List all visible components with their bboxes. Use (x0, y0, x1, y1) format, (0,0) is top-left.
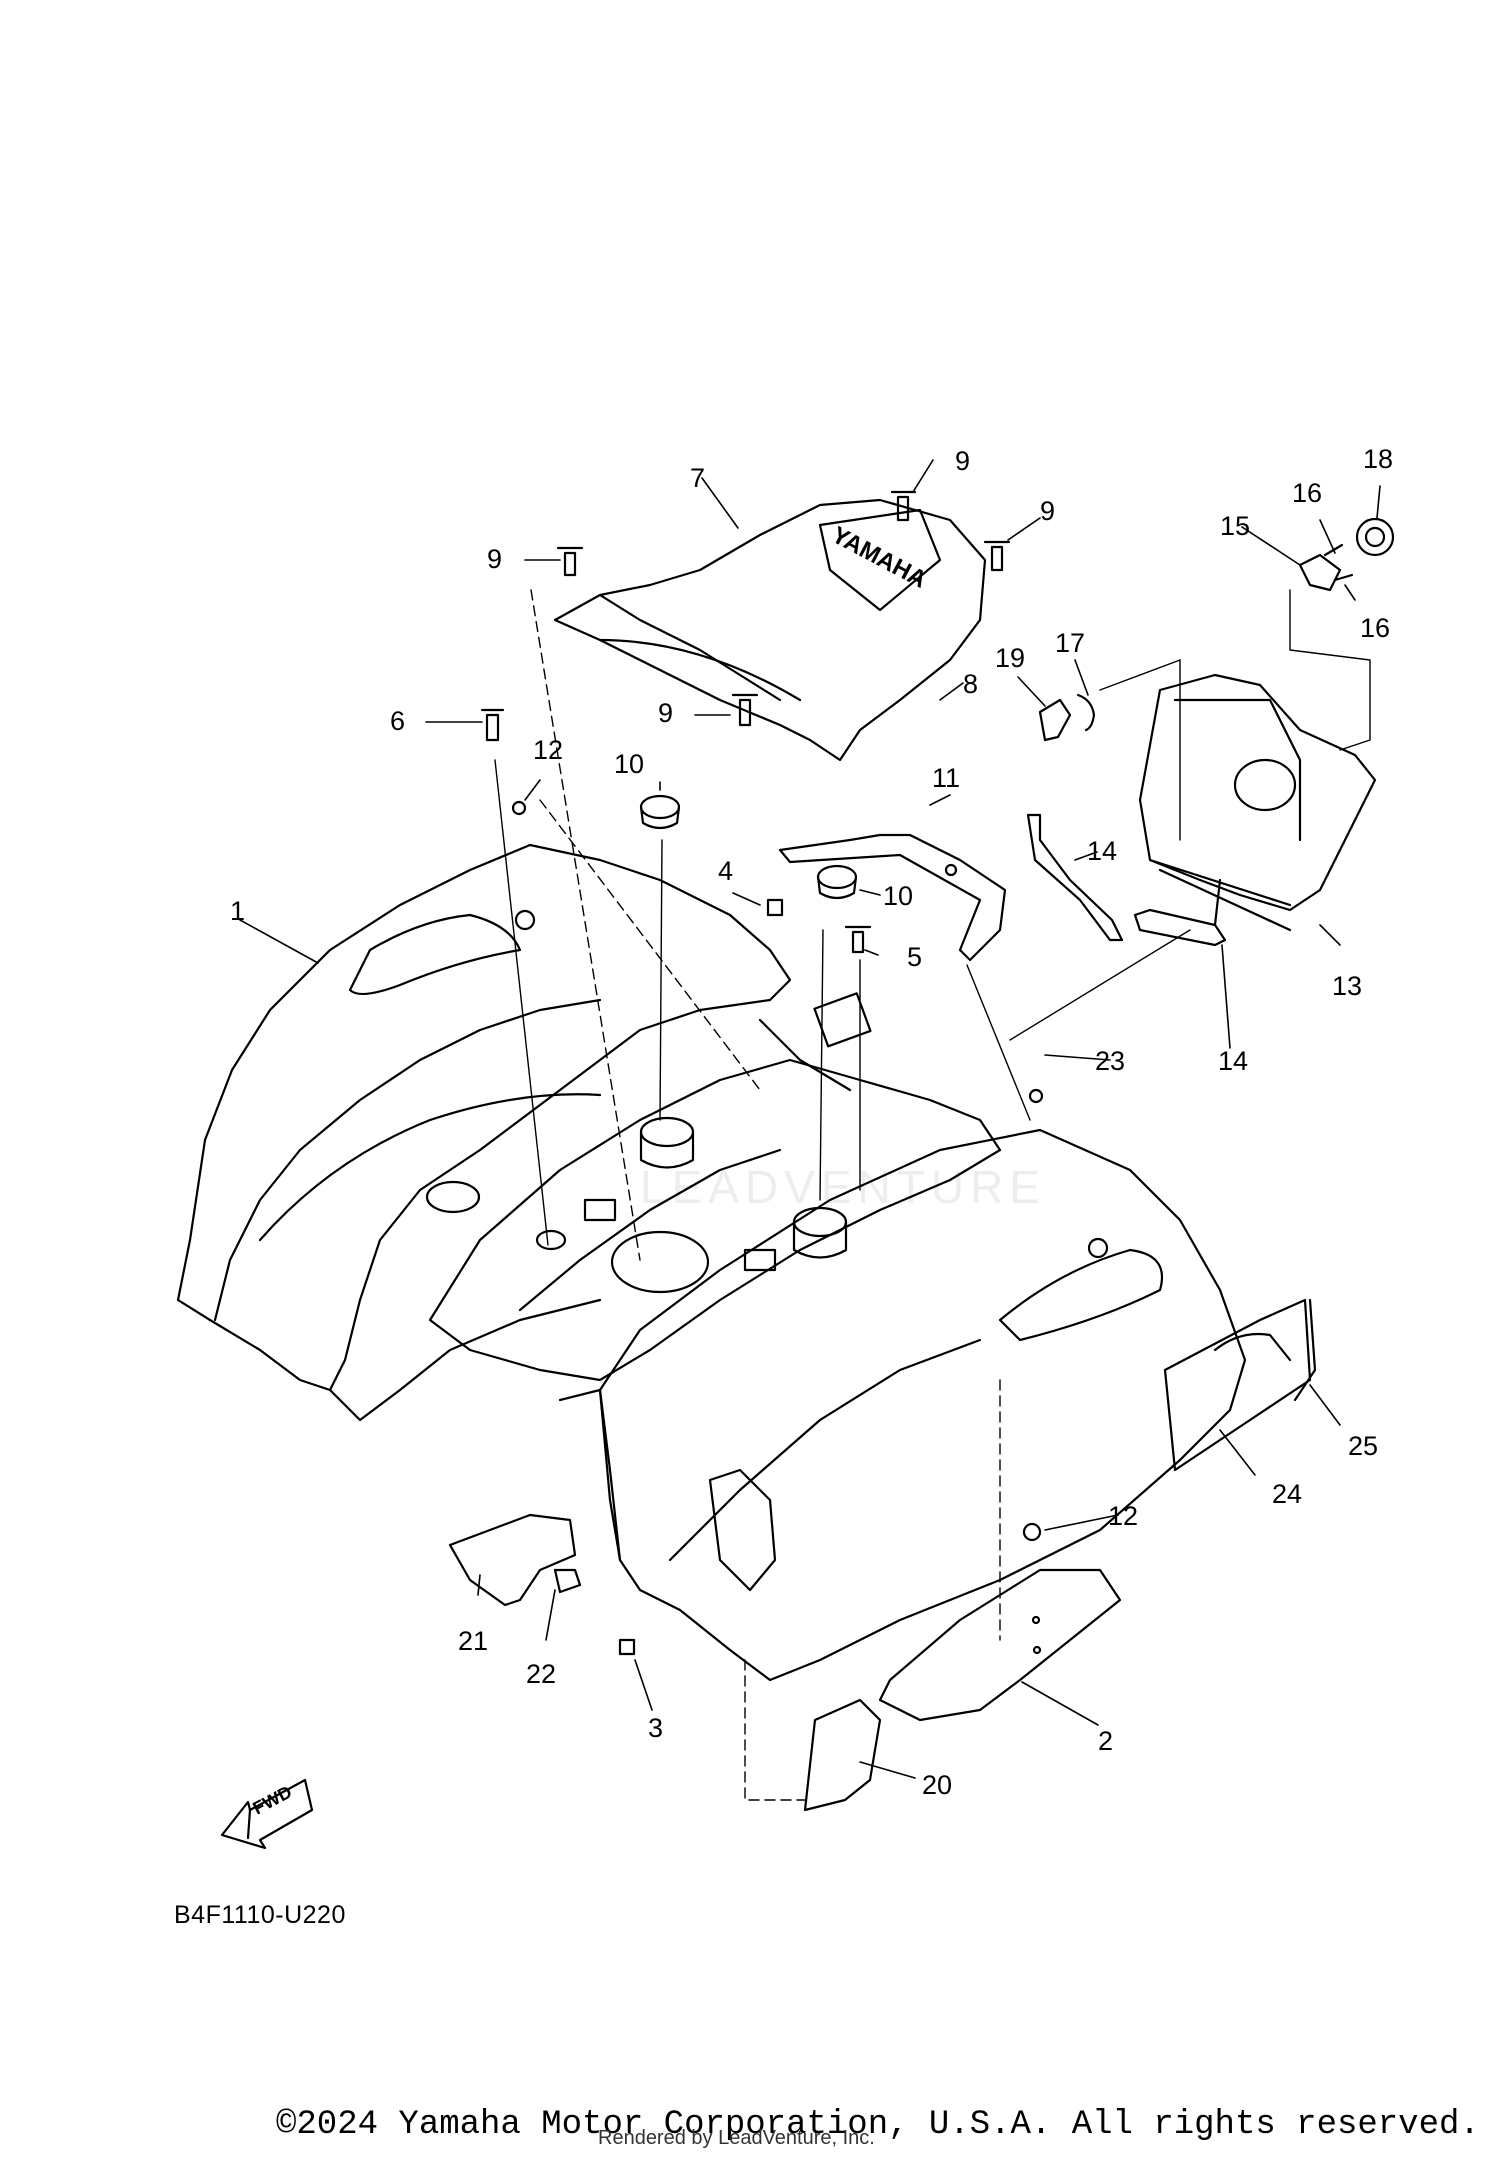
callout-9c: 9 (487, 544, 502, 574)
callout-16a: 16 (1292, 478, 1322, 508)
part-mud-flap (803, 1698, 882, 1812)
callout-22: 22 (526, 1659, 556, 1689)
callout-15: 15 (1220, 511, 1250, 541)
callout-10a: 10 (614, 749, 644, 779)
part-fender-inner-tub (428, 992, 1002, 1382)
callout-16b: 16 (1360, 613, 1390, 643)
part-storage-box (1138, 673, 1377, 932)
part-top-cover (553, 498, 987, 762)
part-front-fender (176, 843, 792, 1422)
callout-1: 1 (230, 896, 245, 926)
callout-17: 17 (1055, 628, 1085, 658)
part-bracket (778, 833, 1007, 962)
callout-4: 4 (718, 856, 733, 886)
fwd-label: FWD (249, 1782, 295, 1819)
copyright-notice: ©2024 Yamaha Motor Corporation, U.S.A. A… (276, 2106, 1480, 2144)
part-seal-lower (1133, 878, 1227, 947)
part-rear-fender-right (558, 1128, 1247, 1682)
callout-10b: 10 (883, 881, 913, 911)
solid-assembly-lines (494, 589, 1371, 1246)
callout-21: 21 (458, 1626, 488, 1656)
callout-2: 2 (1098, 1726, 1113, 1756)
callout-7: 7 (690, 463, 705, 493)
part-bracket-21 (448, 1513, 577, 1607)
brand-logo-text: YAMAHA (827, 521, 931, 593)
fasteners (480, 490, 1044, 1542)
callout-13: 13 (1332, 971, 1362, 1001)
callout-14a: 14 (1087, 836, 1117, 866)
callout-labels: 1 2 3 4 5 6 7 8 9 9 9 9 10 10 11 12 12 1… (230, 444, 1393, 1800)
callout-6: 6 (390, 706, 405, 736)
fwd-arrow-icon (220, 1778, 314, 1850)
part-bolt-22 (553, 1568, 582, 1594)
callout-12a: 12 (533, 735, 563, 765)
watermark: LEADVENTURE (640, 1161, 1046, 1213)
callout-9b: 9 (1040, 496, 1055, 526)
assembly-lines (530, 589, 1001, 1801)
callout-9d: 9 (658, 698, 673, 728)
part-side-guard (1163, 1298, 1317, 1472)
callout-19: 19 (995, 643, 1025, 673)
callout-3: 3 (648, 1713, 663, 1743)
callout-9a: 9 (955, 446, 970, 476)
part-seal-upper (1026, 813, 1124, 942)
part-nut-3 (618, 1638, 636, 1656)
callout-25: 25 (1348, 1431, 1378, 1461)
diagram-code: B4F1110-U220 (174, 1901, 346, 1929)
part-lock-assembly (1298, 517, 1395, 592)
callout-23: 23 (1095, 1046, 1125, 1076)
callout-8: 8 (963, 669, 978, 699)
callout-18: 18 (1363, 444, 1393, 474)
leader-lines (239, 459, 1381, 1779)
callout-24: 24 (1272, 1479, 1302, 1509)
part-clip-17 (1076, 693, 1096, 732)
callout-5: 5 (907, 942, 922, 972)
callout-11: 11 (932, 763, 960, 793)
part-splash-guard (878, 1568, 1122, 1722)
part-knob-19 (1038, 698, 1072, 742)
callout-12b: 12 (1108, 1501, 1138, 1531)
rendered-by-credit: Rendered by LeadVenture, Inc. (598, 2127, 875, 2149)
callout-14b: 14 (1218, 1046, 1248, 1076)
callout-20: 20 (922, 1770, 952, 1800)
